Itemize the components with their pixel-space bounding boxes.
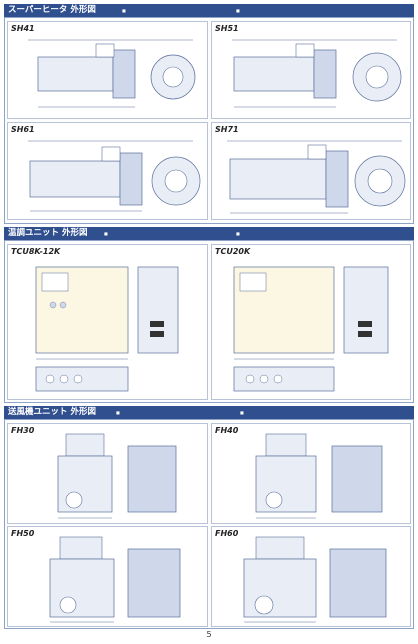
model-name: SH71 [215,125,239,134]
section-header-blower: 送風機ユニット 外形図 ■ ■ [4,406,414,419]
blower-drawing [49,536,181,623]
control-unit-drawing [35,266,179,392]
model-name: SH51 [215,24,239,33]
section-title: 温調ユニット 外形図 [8,228,88,238]
blower-drawing [243,536,387,623]
control-unit-drawing [233,266,389,392]
section-control: TCU8K-12K TCU20K [4,240,414,403]
section-heater: SH41 SH51 SH61 [4,17,414,224]
blower-drawing [255,433,383,519]
heater-drawing [227,140,406,214]
page-number: 5 [206,630,212,639]
drawing-panel-tcu20k: TCU20K [211,244,411,400]
drawing-panel-fh40: FH40 [211,423,411,524]
drawing-panel-sh61: SH61 [7,122,208,220]
drawing-panel-fh30: FH30 [7,423,208,524]
section-note: ■ [104,231,108,236]
model-name: FH60 [215,529,239,538]
section-header-control: 温調ユニット 外形図 ■ ■ [4,227,414,240]
model-name: SH61 [11,125,35,134]
model-name: FH30 [11,426,35,435]
model-name: TCU8K-12K [11,247,61,256]
drawing-panel-fh60: FH60 [211,526,411,627]
heater-drawing [232,39,402,108]
section-title: スーパーヒータ 外形図 [8,5,96,15]
model-name: FH50 [11,529,35,538]
section-note: ■ [236,8,240,13]
model-name: FH40 [215,426,239,435]
section-note: ■ [116,410,120,415]
drawing-panel-sh41: SH41 [7,21,208,119]
heater-drawing [28,140,201,212]
blower-drawing [57,433,177,519]
section-note: ■ [236,231,240,236]
section-header-heater: スーパーヒータ 外形図 ■ ■ [4,4,414,17]
model-name: SH41 [11,24,35,33]
section-note: ■ [240,410,244,415]
section-note: ■ [122,8,126,13]
heater-drawing [28,39,196,108]
drawing-panel-sh51: SH51 [211,21,411,119]
section-title: 送風機ユニット 外形図 [8,407,96,417]
drawing-panel-tcu8k: TCU8K-12K [7,244,208,400]
drawing-panel-fh50: FH50 [7,526,208,627]
section-blower: FH30 FH40 FH50 FH60 [4,419,414,629]
model-name: TCU20K [215,247,251,256]
drawing-panel-sh71: SH71 [211,122,411,220]
